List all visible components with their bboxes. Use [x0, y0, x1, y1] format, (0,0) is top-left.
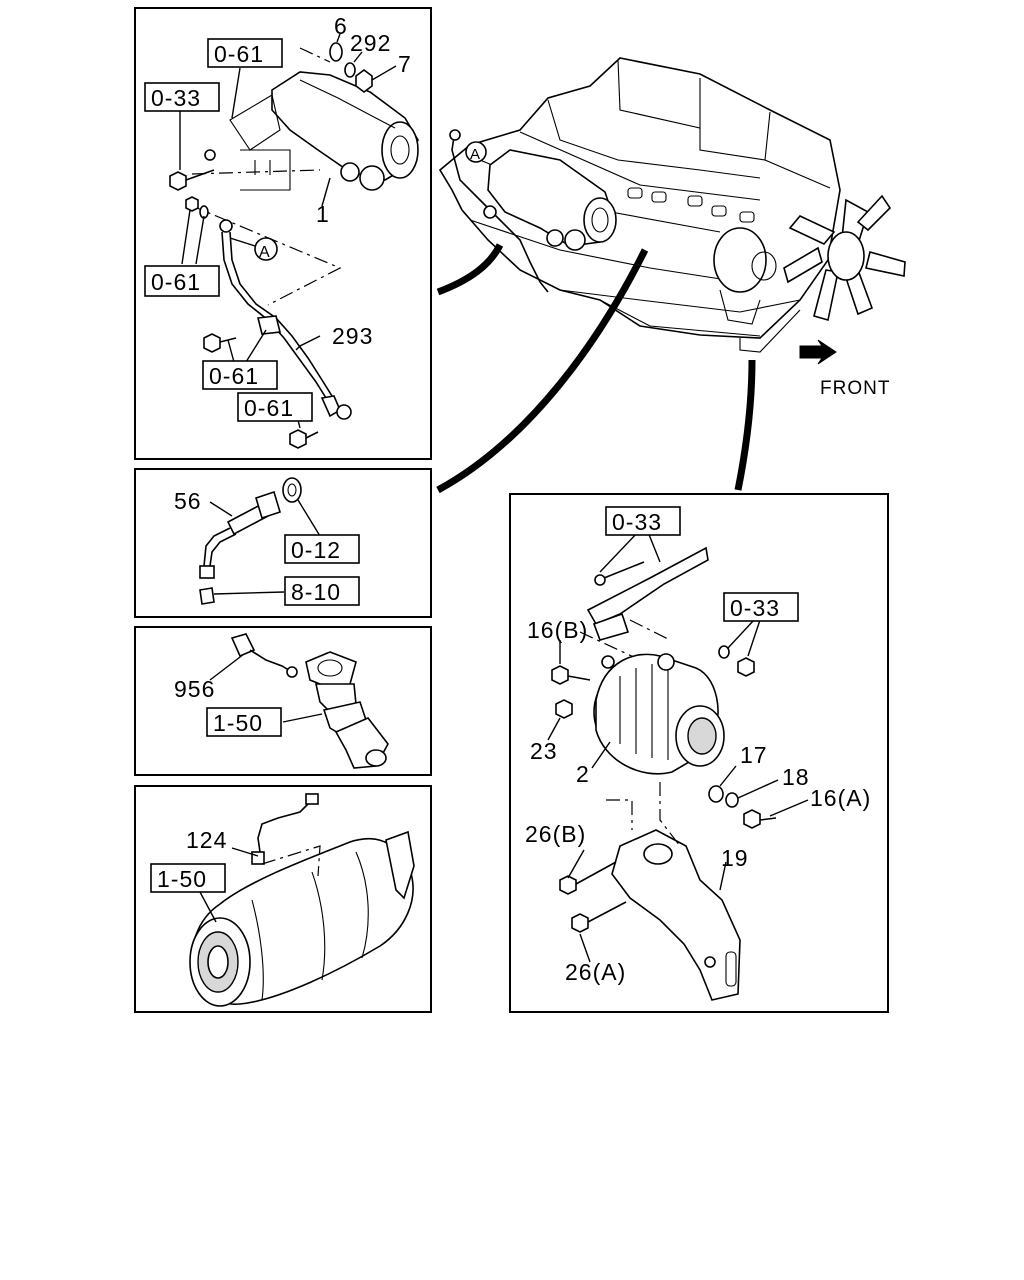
ref-box-muffler: 1-50: [157, 866, 207, 892]
engine-callout-a: A: [470, 146, 480, 163]
part-number-18: 18: [782, 764, 810, 790]
ref-box-sensor-1: 0-12: [291, 537, 341, 563]
engine-overview: A FRONT: [438, 57, 906, 399]
ref-box-starter-3: 0-61: [151, 269, 201, 295]
connector-lines: [436, 243, 756, 494]
ref-box-starter-1: 0-61: [214, 41, 264, 67]
muffler-panel: 124 1-50: [134, 785, 432, 1013]
front-arrow-icon: [799, 339, 837, 365]
part-number-16b: 16(B): [527, 617, 588, 643]
sensor-panel: 56 0-12 8-10: [134, 468, 432, 618]
part-number-6: 6: [334, 13, 348, 39]
ref-box-starter-4: 0-61: [209, 363, 259, 389]
front-label: FRONT: [820, 378, 890, 399]
ref-box-alternator-1: 0-33: [612, 509, 662, 535]
ref-box-alternator-2: 0-33: [730, 595, 780, 621]
starter-callout-a: A: [259, 244, 270, 261]
part-number-26b: 26(B): [525, 821, 586, 847]
part-number-26a: 26(A): [565, 959, 626, 985]
part-number-17: 17: [740, 742, 768, 768]
part-number-293: 293: [332, 323, 373, 349]
part-number-56: 56: [174, 488, 202, 514]
ref-box-sensor-2: 8-10: [291, 579, 341, 605]
part-number-7: 7: [398, 51, 412, 77]
part-number-1: 1: [316, 201, 330, 227]
part-number-19: 19: [721, 845, 749, 871]
ref-box-starter-5: 0-61: [244, 395, 294, 421]
part-number-23: 23: [530, 738, 558, 764]
starter-panel: A 6 292 7 1 293 0-61 0-33 0-61 0-61 0-61: [134, 7, 432, 460]
part-number-2: 2: [576, 761, 590, 787]
alternator-panel: 16(B) 23 2 17 18 16(A) 26(B) 19 26(A) 0-…: [509, 493, 889, 1013]
fan-icon: [783, 194, 906, 322]
part-number-124: 124: [186, 827, 227, 853]
part-number-956: 956: [174, 676, 215, 702]
ref-box-starter-2: 0-33: [151, 85, 201, 111]
part-number-292: 292: [350, 30, 391, 56]
exhaust-sensor-panel: 956 1-50: [134, 626, 432, 776]
ref-box-exhaust-sensor: 1-50: [213, 710, 263, 736]
part-number-16a: 16(A): [810, 785, 871, 811]
